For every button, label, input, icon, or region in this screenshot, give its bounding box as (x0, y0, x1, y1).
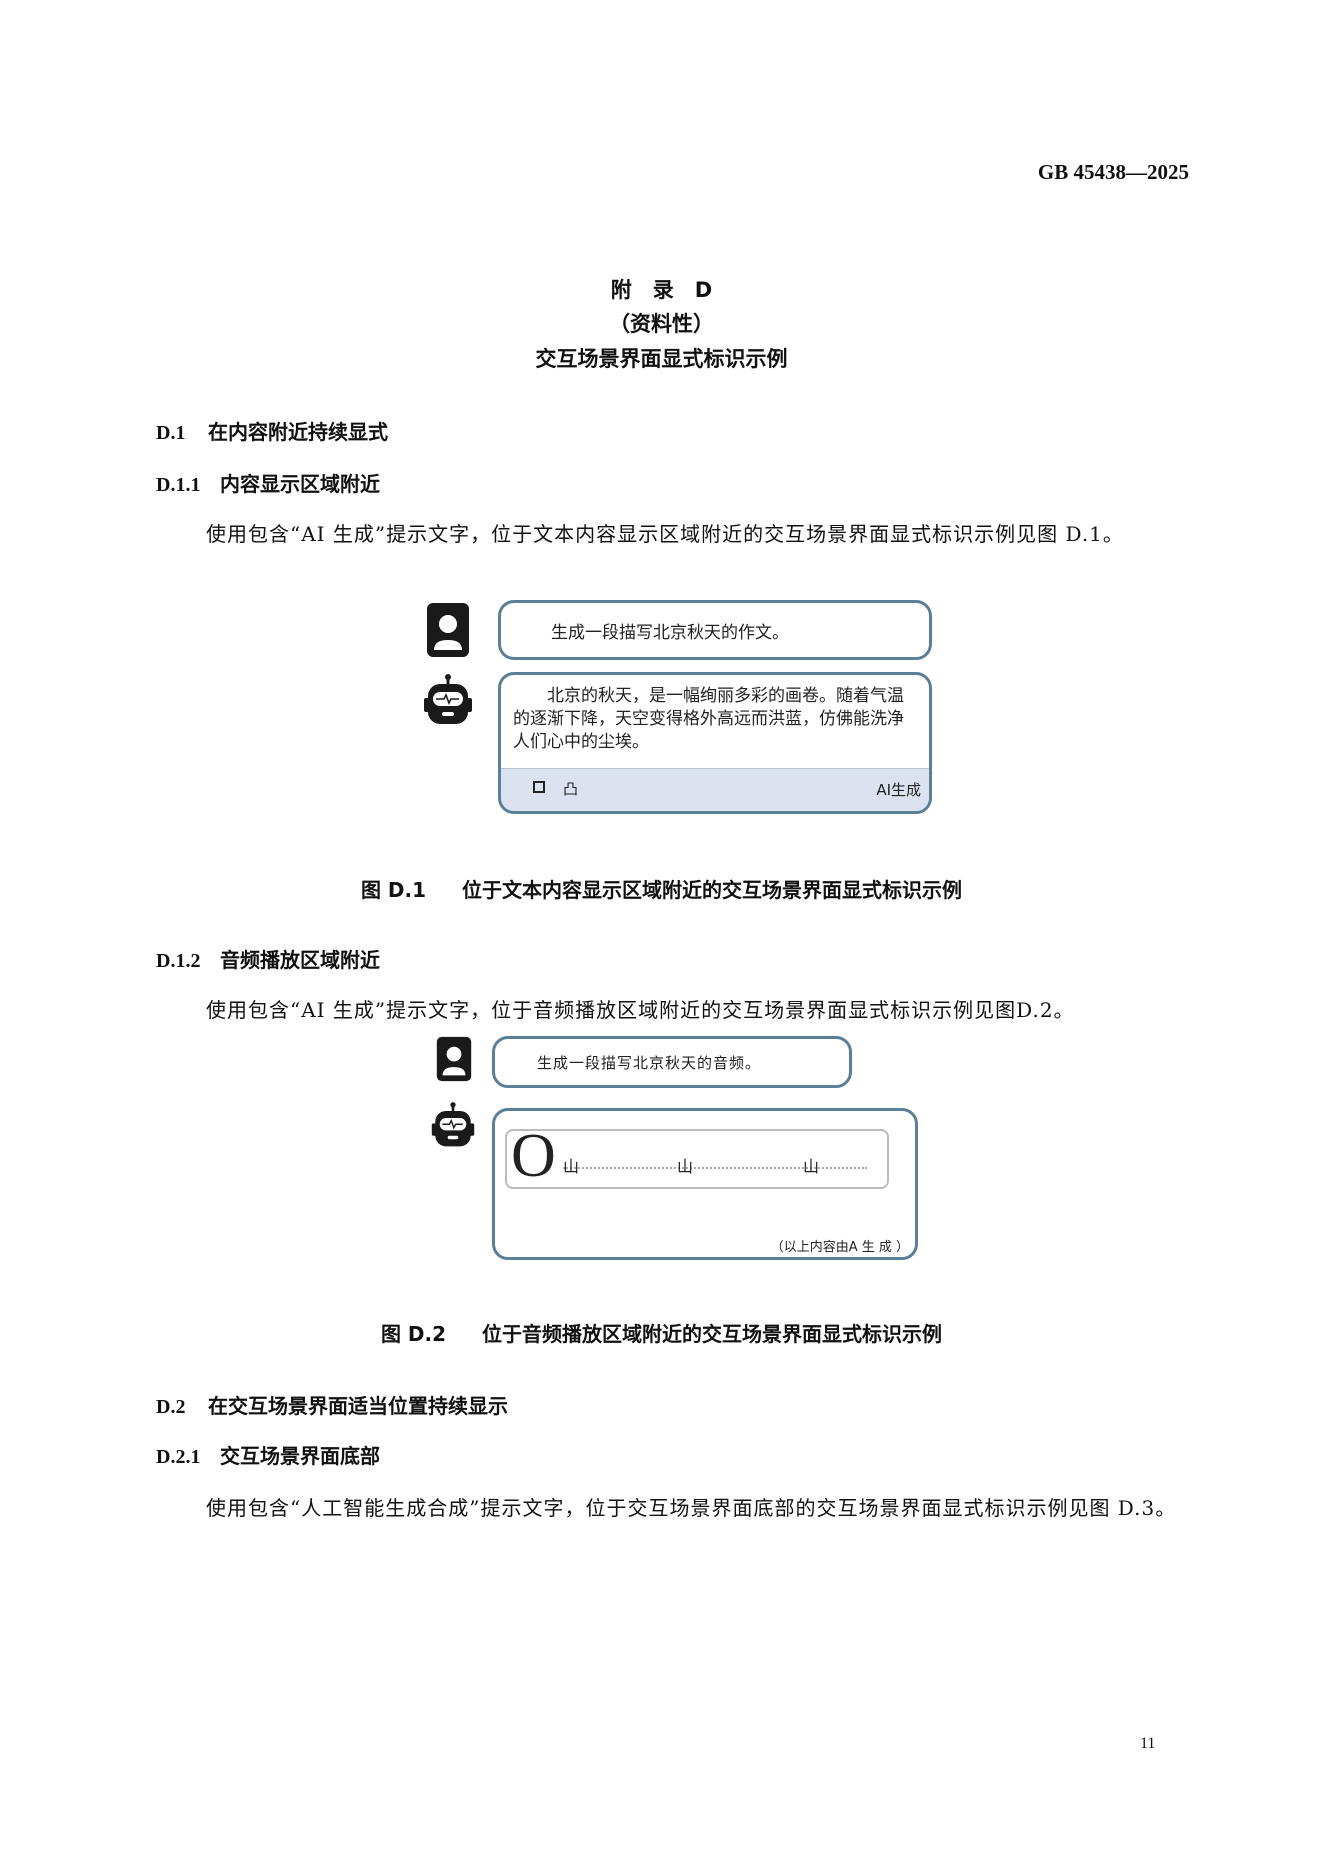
figure-caption: 图 D.1 位于文本内容显示区域附近的交互场景界面显式标识示例 (0, 874, 1323, 903)
paragraph: 使用包含“AI 生成”提示文字，位于文本内容显示区域附近的交互场景界面显式标识示… (206, 522, 1124, 546)
play-button-icon[interactable]: O (511, 1122, 556, 1190)
ai-message: 北京的秋天，是一幅绚丽多彩的画卷。随着气温的逐渐下降，天空变得格外高远而洪蓝，仿… (513, 686, 904, 752)
audio-waveform[interactable] (563, 1167, 867, 1169)
ai-message-footer: 凸 AI生成 (501, 768, 929, 811)
thumbs-up-icon[interactable]: 凸 (563, 780, 579, 798)
user-avatar-icon (436, 1036, 472, 1082)
paragraph: 使用包含“人工智能生成合成”提示文字，位于交互场景界面底部的交互场景界面显式标识… (206, 1496, 1177, 1520)
wave-mark: 山 (563, 1157, 580, 1176)
section-title: 在内容附近持续显式 (208, 420, 388, 444)
section-heading: D.1 在内容附近持续显式 (156, 416, 388, 445)
section-heading: D.1.1 内容显示区域附近 (156, 468, 380, 497)
user-message-bubble: 生成一段描写北京秋天的音频。 (492, 1036, 852, 1088)
ai-generated-label: AI生成 (876, 781, 921, 799)
section-heading: D.2.1 交互场景界面底部 (156, 1440, 380, 1469)
section-heading: D.2 在交互场景界面适当位置持续显示 (156, 1390, 508, 1419)
section-title: 交互场景界面底部 (220, 1444, 380, 1468)
section-number: D.1 (156, 422, 186, 444)
robot-avatar-icon (424, 674, 472, 724)
audio-player[interactable]: O 山 山 山 (505, 1122, 889, 1190)
caption-number: 图 D.1 (360, 878, 427, 902)
standard-number: GB 45438—2025 (1037, 160, 1189, 184)
user-avatar-icon (427, 603, 469, 657)
figure-d2: 生成一段描写北京秋天的音频。 O 山 山 山 （以上内容由A 生 成 ） (414, 1030, 924, 1266)
section-number: D.1.2 (156, 950, 201, 972)
caption-text: 位于音频播放区域附近的交互场景界面显式标识示例 (482, 1322, 943, 1346)
wave-mark: 山 (803, 1157, 820, 1176)
section-title: 音频播放区域附近 (220, 948, 380, 972)
robot-avatar-icon (431, 1102, 475, 1147)
user-message: 生成一段描写北京秋天的音频。 (537, 1054, 762, 1072)
figure-caption: 图 D.2 位于音频播放区域附近的交互场景界面显式标识示例 (0, 1318, 1323, 1347)
section-number: D.1.1 (156, 474, 201, 496)
caption-number: 图 D.2 (380, 1322, 447, 1346)
paragraph: 使用包含“AI 生成”提示文字，位于音频播放区域附近的交互场景界面显式标识示例见… (206, 998, 1075, 1022)
wave-mark: 山 (677, 1157, 694, 1176)
page-number: 11 (1140, 1735, 1156, 1752)
caption-text: 位于文本内容显示区域附近的交互场景界面显式标识示例 (462, 878, 963, 902)
section-title: 在交互场景界面适当位置持续显示 (208, 1394, 508, 1418)
ai-message-bubble: O 山 山 山 （以上内容由A 生 成 ） (492, 1108, 918, 1260)
section-title: 内容显示区域附近 (220, 472, 380, 496)
figure-d1: 生成一段描写北京秋天的作文。 北京的秋天，是一幅绚丽多彩的画卷。随着气温的逐渐下… (414, 596, 936, 818)
section-heading: D.1.2 音频播放区域附近 (156, 944, 380, 973)
section-number: D.2.1 (156, 1446, 201, 1468)
section-number: D.2 (156, 1396, 186, 1418)
appendix-type: （资料性） (609, 312, 714, 336)
appendix-subtitle: 交互场景界面显式标识示例 (535, 347, 788, 371)
copy-icon[interactable] (533, 781, 545, 793)
appendix-title: 附 录 D (610, 278, 713, 302)
ai-generated-label: （以上内容由A 生 成 ） (770, 1240, 909, 1255)
ai-message-bubble: 北京的秋天，是一幅绚丽多彩的画卷。随着气温的逐渐下降，天空变得格外高远而洪蓝，仿… (498, 672, 932, 814)
user-message-bubble: 生成一段描写北京秋天的作文。 (498, 600, 932, 660)
user-message: 生成一段描写北京秋天的作文。 (551, 623, 789, 643)
